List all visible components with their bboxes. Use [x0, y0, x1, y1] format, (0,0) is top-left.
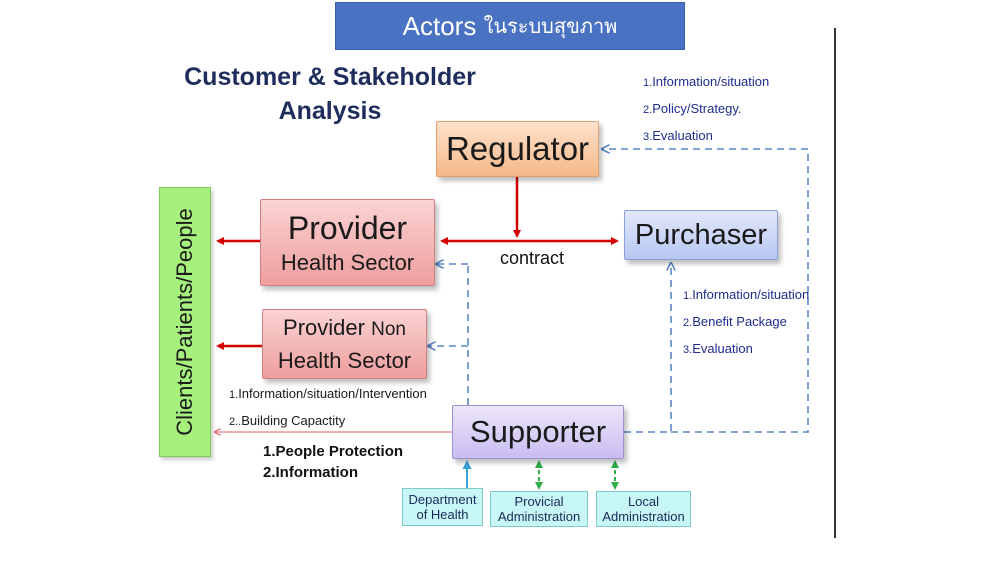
purchaser-notes: 1.Information/situation 2.Benefit Packag…: [683, 282, 809, 363]
supporter-to-regulator-dashed: [603, 149, 809, 433]
provider-note-1: 1.Information/situation/Intervention: [229, 386, 427, 401]
heading-line-1: Customer & Stakeholder: [184, 63, 476, 91]
regulator-note-1: 1.Information/situation: [643, 74, 770, 89]
provider-non-label-2: Health Sector: [277, 348, 412, 373]
regulator-note-3: 3.Evaluation: [643, 128, 713, 143]
title-banner: Actors ในระบบสุขภาพ: [335, 2, 685, 50]
contract-label: contract: [500, 248, 565, 268]
provider-health-node: Provider Health Sector: [260, 199, 435, 286]
regulator-label: Regulator: [445, 130, 590, 167]
provicial-label-1: Provicial: [514, 494, 564, 509]
supporter-label: Supporter: [469, 414, 607, 449]
people-note-1: 1.People Protection: [263, 443, 404, 460]
clients-node: Clients/Patients/People: [159, 187, 211, 457]
local-label-1: Local: [627, 494, 660, 509]
heading-line-2: Analysis: [278, 97, 382, 125]
local-label-2: Administration: [602, 509, 685, 524]
purchaser-node: Purchaser: [624, 210, 778, 260]
title-thai: ในระบบสุขภาพ: [483, 16, 618, 38]
purchaser-label: Purchaser: [634, 218, 768, 251]
dept-label-2: of Health: [416, 507, 469, 522]
provider-non-line-1: Provider Non: [283, 312, 406, 345]
purchaser-note-2: 2.Benefit Package: [683, 314, 787, 329]
regulator-node: Regulator: [436, 121, 599, 177]
title-prefix: Actors: [402, 10, 477, 41]
vertical-divider: [834, 28, 836, 538]
page-heading: Customer & Stakeholder Analysis: [150, 60, 510, 128]
purchaser-note-3: 3.Evaluation: [683, 341, 753, 356]
provider-note-2: 2..Building Capactity: [229, 413, 346, 428]
clients-label: Clients/Patients/People: [172, 208, 197, 436]
provider-non-health-node: Provider Non Health Sector: [262, 309, 427, 379]
people-note-2: 2.Information: [263, 464, 359, 481]
people-notes: 1.People Protection 2.Information: [263, 441, 403, 483]
provider-non-label-b: Non: [371, 319, 406, 340]
provider-health-label-1: Provider: [287, 209, 408, 246]
supporter-to-purchaser-dashed: [624, 264, 671, 433]
purchaser-note-1: 1.Information/situation: [683, 287, 810, 302]
provicial-label-2: Administration: [497, 509, 581, 524]
dept-label-1: Department: [408, 492, 477, 507]
regulator-note-2: 2.Policy/Strategy.: [643, 101, 742, 116]
provider-notes: 1.Information/situation/Intervention 2..…: [229, 381, 427, 435]
provider-health-label-2: Health Sector: [280, 249, 415, 275]
supporter-node: Supporter: [452, 405, 624, 459]
provider-non-label-a: Provider: [283, 315, 365, 340]
regulator-notes: 1.Information/situation 2.Policy/Strateg…: [643, 69, 769, 150]
